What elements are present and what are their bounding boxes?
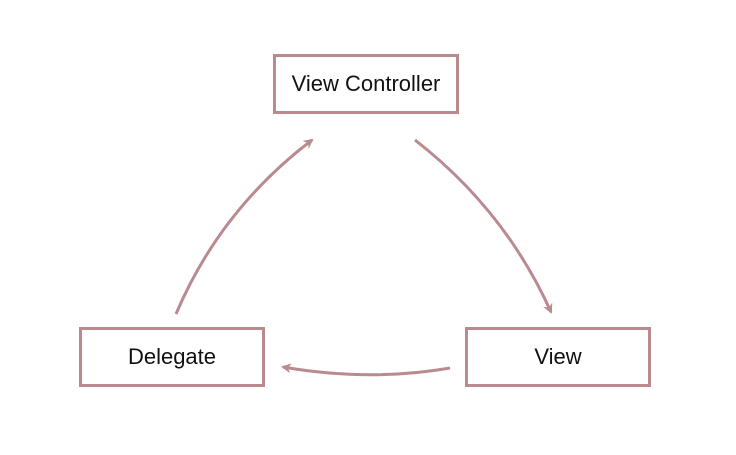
edge-delegate-to-view-controller — [174, 138, 314, 315]
edge-view-to-delegate — [281, 363, 451, 377]
node-delegate: Delegate — [79, 327, 265, 387]
node-view: View — [465, 327, 651, 387]
node-view-controller: View Controller — [273, 54, 459, 114]
edge-view-controller-to-view — [414, 138, 553, 314]
